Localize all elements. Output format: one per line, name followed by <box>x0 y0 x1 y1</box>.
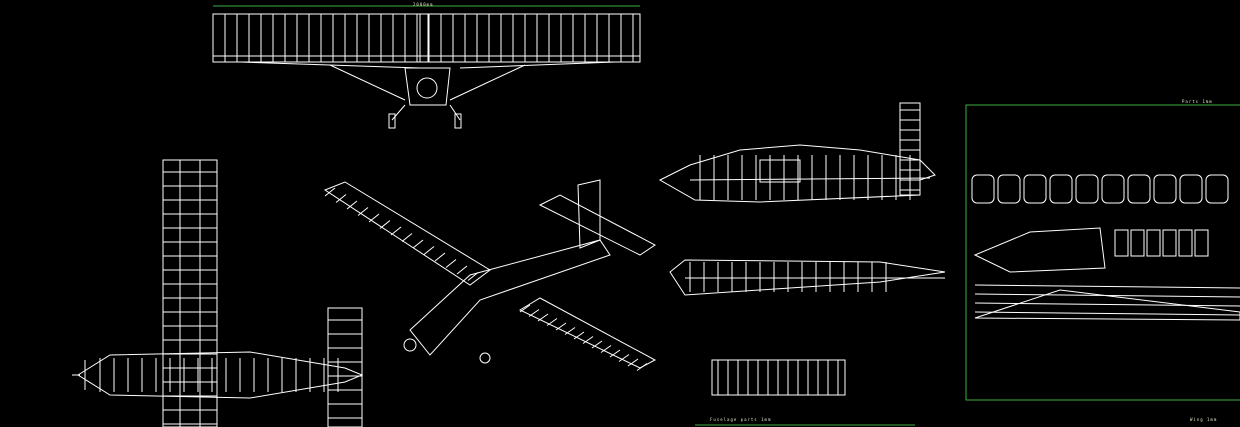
bulkhead-part <box>1075 174 1099 204</box>
rib-line <box>456 265 468 275</box>
bulkhead-part <box>971 174 995 204</box>
rib-line <box>974 302 1240 307</box>
rib-line <box>591 340 603 349</box>
rib-line <box>467 272 479 281</box>
isometric-view <box>323 179 657 369</box>
rib-line <box>573 331 585 340</box>
rib-line <box>434 252 446 262</box>
front-view <box>212 5 641 129</box>
front-view-dimension: 2000mm <box>413 2 434 7</box>
rib-line <box>412 239 424 249</box>
rib-line <box>974 284 1240 289</box>
bulkhead-part <box>997 174 1021 204</box>
rib-line <box>368 213 380 223</box>
rib-line <box>974 311 1240 316</box>
rib-part <box>1146 229 1161 257</box>
rib-part <box>1178 229 1193 257</box>
top-view <box>72 159 364 427</box>
rib-line <box>519 304 531 313</box>
rib-line <box>357 207 369 216</box>
rib-line <box>390 226 402 236</box>
rib-line <box>346 200 358 210</box>
rib-line <box>335 194 347 203</box>
bulkhead-part <box>1049 174 1073 204</box>
bulkhead-part <box>1153 174 1177 204</box>
rib-line <box>401 233 413 242</box>
bulkhead-part <box>1205 174 1229 204</box>
bulkhead-part <box>1179 174 1203 204</box>
rib-line <box>618 354 630 362</box>
parts-sheet-title: Parts 1mm <box>1182 99 1213 104</box>
wing-sheet-title: Wing 1mm <box>1190 417 1218 422</box>
fuselage-sheet-title: Fuselage parts 1mm <box>710 417 772 422</box>
rib-line <box>636 363 648 371</box>
rib-part <box>1114 229 1129 257</box>
rib-line <box>379 220 391 229</box>
rib-line <box>537 313 549 322</box>
rib-line <box>555 322 567 331</box>
rib-line <box>546 318 558 326</box>
rib-part <box>1130 229 1145 257</box>
rib-line <box>600 345 612 353</box>
bulkhead-part <box>1127 174 1151 204</box>
bulkhead-part <box>1101 174 1125 204</box>
rib-line <box>564 327 576 335</box>
rib-line <box>582 336 594 344</box>
rib-line <box>324 187 336 197</box>
rib-line <box>974 293 1240 298</box>
rib-part <box>1194 229 1209 257</box>
rib-part <box>1162 229 1177 257</box>
parts-sheet <box>965 104 1240 401</box>
rib-line <box>528 309 540 317</box>
rib-line <box>627 358 639 367</box>
rib-line <box>423 246 435 255</box>
bulkhead-part <box>1023 174 1047 204</box>
fuselage-top-view <box>669 259 946 296</box>
rib-line <box>609 349 621 358</box>
rib-line <box>445 259 457 268</box>
